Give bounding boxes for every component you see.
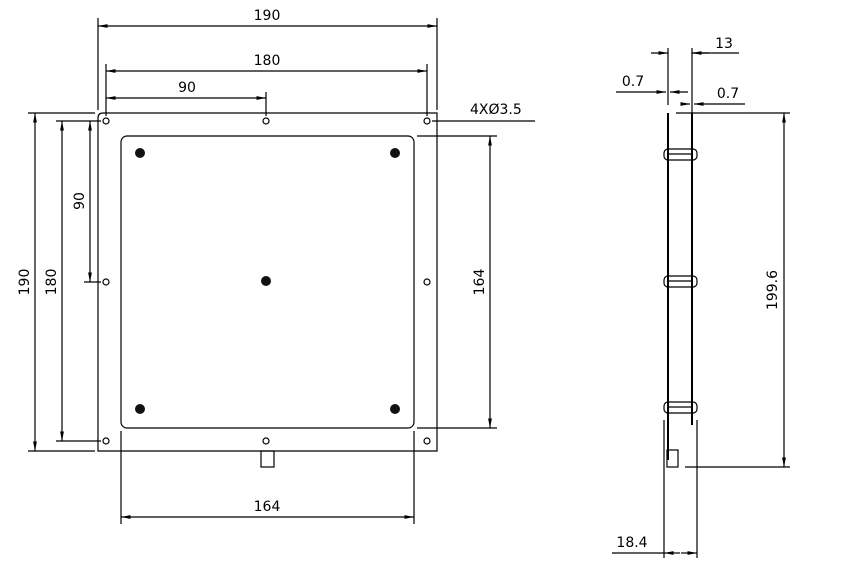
dim-left-offset: 0.7 [622,74,644,90]
connector [260,450,275,468]
dim-overall-height: 190 [17,269,33,296]
mounting-holes [102,117,431,445]
dim-right-offset: 0.7 [717,86,739,102]
dim-height: 199.6 [765,270,781,310]
mounting-tabs [663,148,698,414]
dim-inner-height: 164 [472,269,488,296]
outer-plate [97,112,438,452]
side-connector [666,449,679,468]
dim-half-span-width: 90 [178,80,196,96]
inner-panel [120,135,415,429]
dim-hole-callout: 4XØ3.5 [470,102,522,118]
side-view: 13 0.7 0.7 199.6 18.4 [612,36,790,558]
dim-half-span-height: 90 [72,192,88,210]
dim-thickness: 13 [715,36,733,52]
dim-hole-span-width: 180 [254,53,281,69]
dim-inner-width: 164 [254,499,281,515]
screws [135,148,400,414]
dim-overall-width: 190 [254,8,281,24]
dim-hole-span-height: 180 [44,269,60,296]
front-view: 190 180 90 4XØ3.5 190 180 90 164 164 [17,8,535,524]
dim-depth-with-connector: 18.4 [616,535,647,551]
